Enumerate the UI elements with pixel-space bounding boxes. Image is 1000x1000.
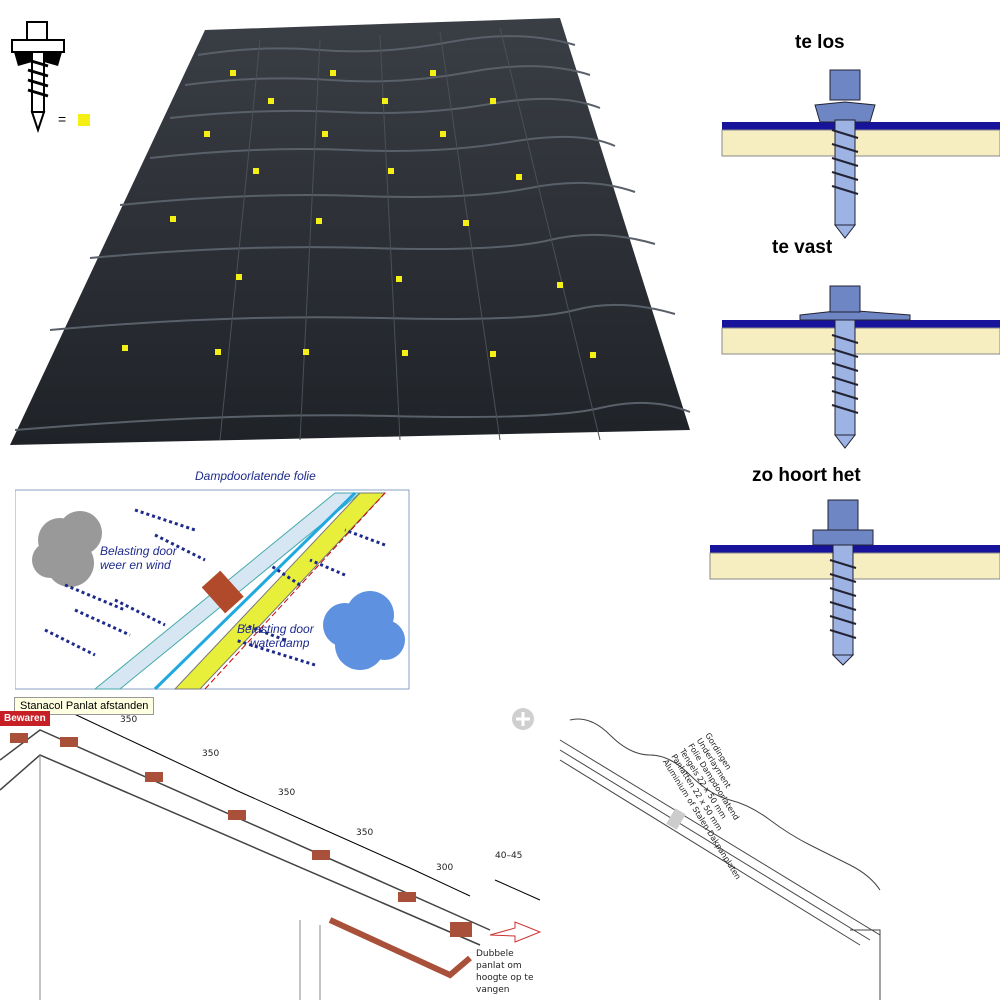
arrow-icon	[234, 528, 386, 667]
dim-4: 350	[356, 828, 373, 838]
diagram-too-tight	[721, 285, 1000, 449]
dim-1: 350	[120, 715, 137, 725]
cloud-icon	[323, 591, 405, 670]
arrow-icon	[44, 508, 206, 657]
batten-spacing-diagram: 350 350 350 350 300 40–45 Dubbele panlat…	[0, 711, 542, 1000]
note-line-4: vangen	[476, 985, 510, 995]
fastener-marker-swatch	[78, 114, 90, 126]
save-button[interactable]: Bewaren	[0, 711, 50, 726]
screw-icon	[11, 21, 65, 134]
vapor-diagram: Dampdoorlatende folie Belasting door wee…	[15, 469, 410, 690]
label-too-tight: te vast	[772, 237, 833, 258]
diagram-too-loose	[721, 69, 1000, 239]
label-too-loose: te los	[795, 32, 845, 53]
diagram-correct	[709, 499, 1000, 666]
dim-3: 350	[278, 788, 295, 798]
dim-2: 350	[202, 749, 219, 759]
label-weather-load-2: weer en wind	[100, 558, 171, 572]
cloud-icon	[32, 511, 102, 587]
arrow-icon	[489, 921, 542, 943]
screw-icon	[812, 499, 874, 666]
dim-6: 40–45	[495, 851, 522, 861]
note-line-3: hoogte op te	[476, 973, 534, 983]
label-vapor-load-2: waterdamp	[250, 636, 310, 650]
note-line-1: Dubbele	[476, 949, 514, 959]
label-vapor-film: Dampdoorlatende folie	[195, 469, 316, 483]
screw-icon	[799, 285, 911, 449]
legend-equals: =	[58, 111, 66, 127]
roof-tile-panel	[10, 18, 691, 445]
label-correct: zo hoort het	[752, 465, 861, 486]
label-vapor-load-1: Belasting door	[237, 622, 315, 636]
screw-icon	[814, 69, 876, 239]
note-line-2: panlat om	[476, 961, 522, 971]
screw-legend: =	[11, 21, 90, 134]
label-weather-load-1: Belasting door	[100, 544, 178, 558]
tooltip-stanacol: Stanacol Panlat afstanden	[14, 697, 155, 715]
expand-icon[interactable]	[512, 708, 534, 730]
dim-5: 300	[436, 863, 453, 873]
roof-section-diagram: Gordingen Underlayment Folie Dampdoorlat…	[559, 718, 881, 1000]
